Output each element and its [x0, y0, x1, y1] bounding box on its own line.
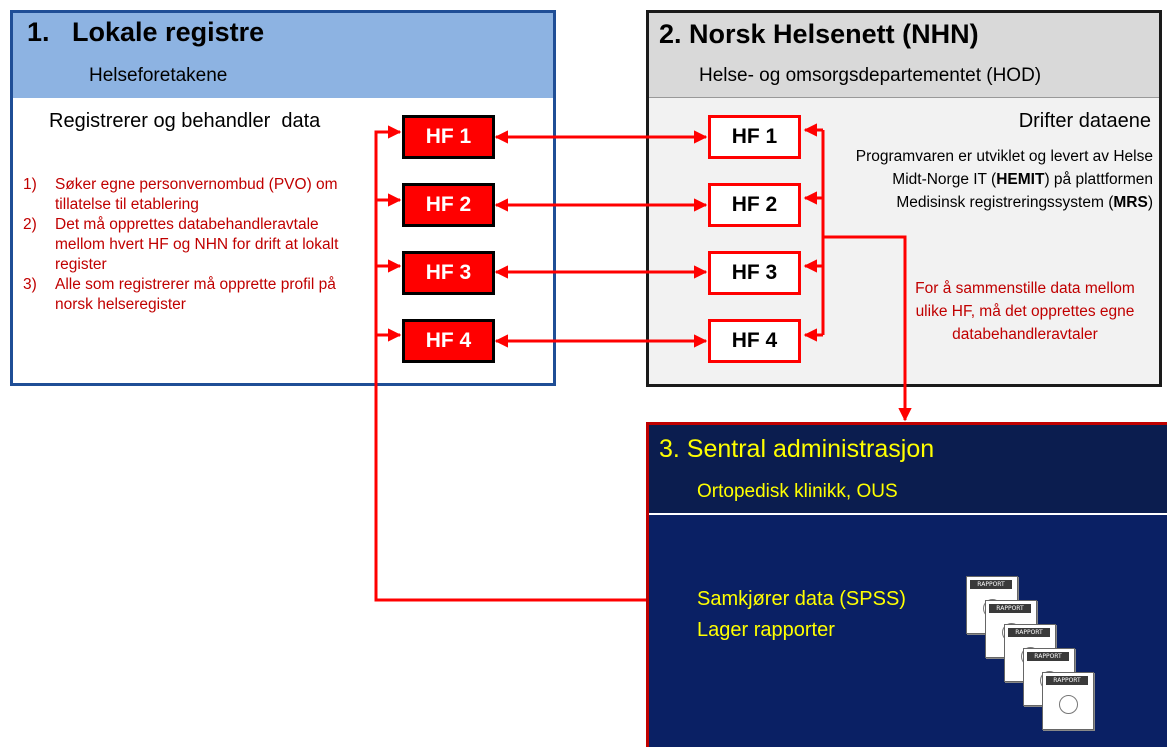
- hf-box-local-1: HF 1: [402, 115, 495, 159]
- panel-norsk-helsenett-header: [649, 13, 1159, 98]
- data-merge-label: Samkjører data (SPSS): [697, 588, 906, 610]
- requirements-list: 1) Søker egne personvernombud (PVO) om ti…: [23, 175, 363, 315]
- hf-box-nhn-3: HF 3: [708, 251, 801, 295]
- list-item: 2) Det må opprettes databehandleravtale m…: [23, 215, 363, 275]
- mrs-label: MRS: [1113, 194, 1148, 211]
- hemit-label: HEMIT: [996, 171, 1045, 188]
- agreement-note: For å sammenstille data mellom ulike HF,…: [915, 280, 1135, 343]
- list-item-number: 3): [23, 276, 37, 293]
- software-description: Programvaren er utviklet og levert av He…: [823, 145, 1153, 214]
- panel-local-registries-subtitle: Helseforetakene: [89, 65, 228, 86]
- report-label: RAPPORT: [1008, 628, 1050, 637]
- reports-label: Lager rapporter: [697, 619, 835, 641]
- panel-local-registries-title: 1. Lokale registre: [27, 17, 265, 47]
- hf-box-nhn-1: HF 1: [708, 115, 801, 159]
- panel-central-administration-subtitle: Ortopedisk klinikk, OUS: [697, 481, 898, 502]
- report-seal-icon: [1059, 695, 1078, 714]
- report-label: RAPPORT: [1046, 676, 1088, 685]
- report-document-icon: RAPPORT: [1042, 672, 1094, 730]
- software-description-text: Programvaren er utviklet og levert av He…: [855, 148, 1153, 188]
- report-label: RAPPORT: [989, 604, 1031, 613]
- list-item-text: Det må opprettes databehandleravtale mel…: [55, 216, 339, 273]
- report-label: RAPPORT: [970, 580, 1012, 589]
- return-to-hf1-arrow: [374, 125, 646, 602]
- hf-box-nhn-2: HF 2: [708, 183, 801, 227]
- hf-box-local-2: HF 2: [402, 183, 495, 227]
- panel-norsk-helsenett-subtitle: Helse- og omsorgsdepartementet (HOD): [699, 65, 1042, 86]
- list-item-text: Søker egne personvernombud (PVO) om till…: [55, 176, 338, 213]
- hf-box-local-3: HF 3: [402, 251, 495, 295]
- hf-box-nhn-4: HF 4: [708, 319, 801, 363]
- panel-local-registries-lead: Registrerer og behandler data: [49, 110, 321, 132]
- hf-box-local-4: HF 4: [402, 319, 495, 363]
- list-item-text: Alle som registrerer må opprette profil …: [55, 276, 336, 313]
- report-label: RAPPORT: [1027, 652, 1069, 661]
- panel-norsk-helsenett-title: 2. Norsk Helsenett (NHN): [659, 19, 979, 49]
- list-item-number: 1): [23, 176, 37, 193]
- operations-label: Drifter dataene: [1018, 110, 1151, 132]
- software-description-text: ) på plattformen Medisinsk registrerings…: [896, 171, 1153, 211]
- panel-central-administration-header: [649, 425, 1167, 515]
- panel-local-registries-header: [13, 13, 553, 98]
- panel-central-administration-title: 3. Sentral administrasjon: [659, 435, 935, 463]
- software-description-text: ): [1147, 194, 1153, 211]
- to-central-arrow: [823, 235, 912, 422]
- list-item: 1) Søker egne personvernombud (PVO) om ti…: [23, 175, 363, 215]
- list-item-number: 2): [23, 216, 37, 233]
- list-item: 3) Alle som registrerer må opprette profi…: [23, 275, 363, 315]
